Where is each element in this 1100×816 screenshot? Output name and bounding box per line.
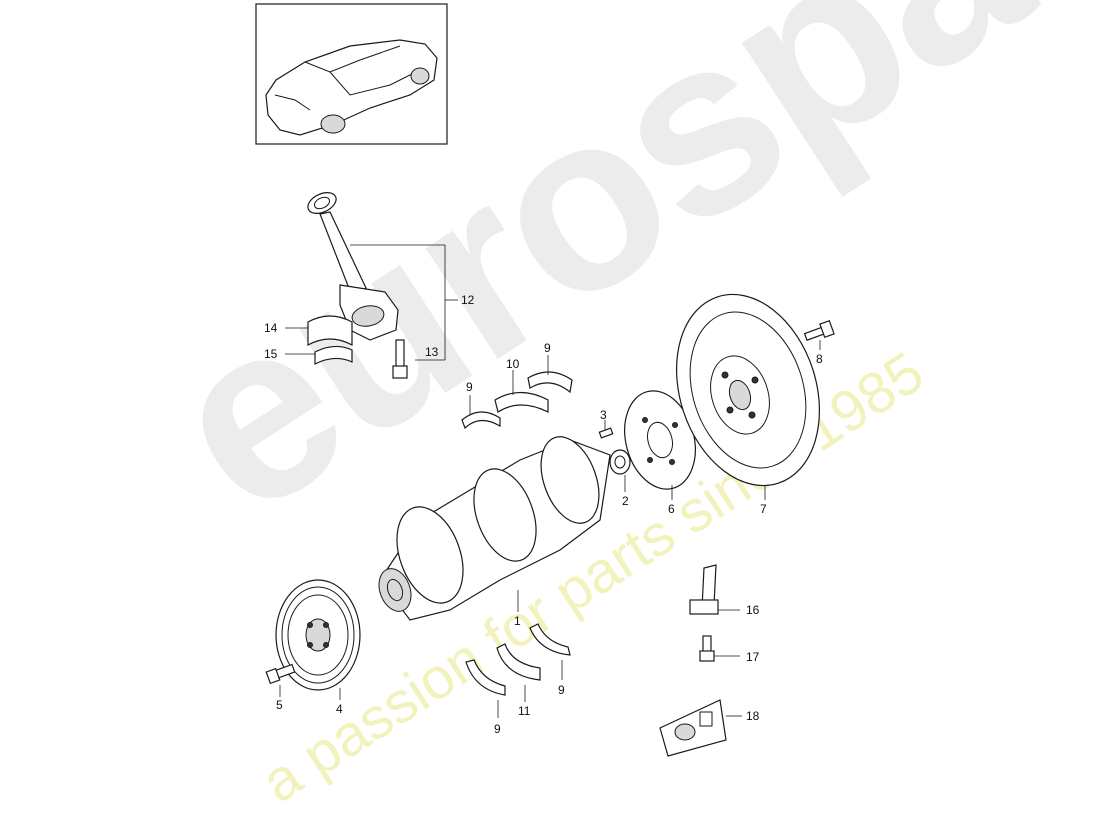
callout-8: 8 [816,352,823,366]
callout-3: 3 [600,408,607,422]
main-bearing-upper [461,371,573,430]
connecting-rod [307,192,399,341]
callout-7: 7 [760,502,767,516]
main-bearing-lower [465,623,571,696]
callout-9-lower-right: 9 [558,683,565,697]
flywheel [675,293,821,487]
callout-9-upper-left: 9 [466,380,473,394]
callout-18: 18 [746,709,760,723]
crankshaft [378,436,611,621]
callout-9-upper-right: 9 [544,341,551,355]
callout-9-lower-left: 9 [494,722,501,736]
pilot-bearing [609,449,631,475]
callout-6: 6 [668,502,675,516]
conrod-bolt [392,339,408,379]
callout-10: 10 [506,357,520,371]
pulley-bolt [265,663,296,685]
callout-5: 5 [276,698,283,712]
sensor-bolt [699,635,715,662]
vibration-damper [275,579,361,691]
crankshaft-sensor [689,564,719,615]
callout-16: 16 [746,603,760,617]
callout-1: 1 [514,614,521,628]
conrod-bearing-shells [307,315,353,365]
callout-11: 11 [518,704,531,718]
sensor-bracket [659,699,727,757]
car-thumbnail-icon [255,3,448,145]
callout-17: 17 [746,650,760,664]
dowel-pin [598,427,614,439]
callout-12: 12 [461,293,475,307]
callout-2: 2 [622,494,629,508]
callout-13: 13 [425,345,439,359]
callout-15: 15 [264,347,278,361]
callout-4: 4 [336,702,343,716]
flywheel-bolt [803,319,835,341]
callout-14: 14 [264,321,278,335]
